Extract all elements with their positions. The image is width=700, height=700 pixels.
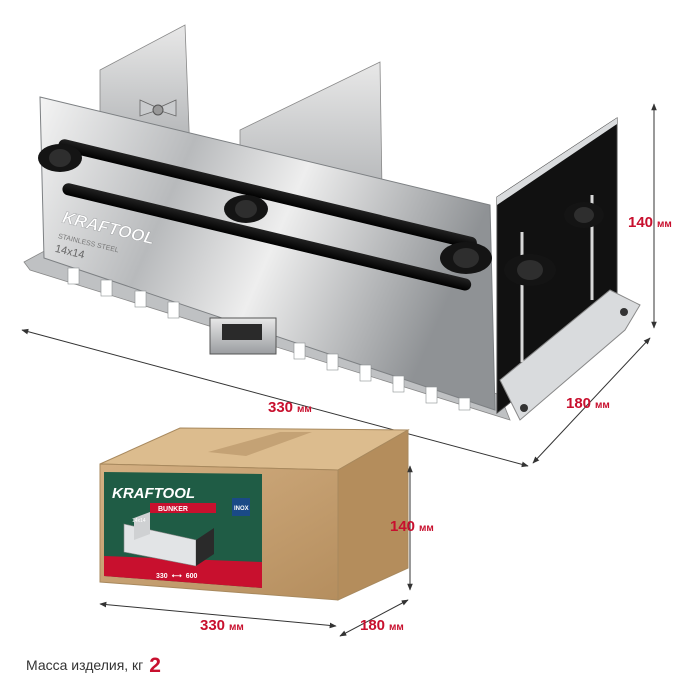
box-tape <box>208 432 312 456</box>
mass-label: Масса изделия, кг <box>26 657 144 673</box>
wing-nut-icon <box>139 99 177 117</box>
knob-icon <box>440 242 492 274</box>
lower-slot <box>62 183 472 291</box>
box-product-image <box>123 512 214 567</box>
knob-icon <box>564 202 604 228</box>
box-series: BUNKER <box>158 506 188 513</box>
mass-info: Масса изделия, кг 2 <box>26 654 161 678</box>
box-brand: KRAFTOOL <box>112 485 195 502</box>
upper-slot <box>58 139 477 249</box>
box-length-mark: 330⟷600 <box>156 573 198 580</box>
knob-icon <box>224 195 268 223</box>
box-tile-size: 14x14 <box>132 518 146 524</box>
mass-value: 2 <box>149 654 161 677</box>
knob-icon <box>38 144 82 172</box>
box-badge: INOX <box>234 506 249 512</box>
box-series-bar <box>150 503 216 513</box>
box-icon: KRAFTOOL BUNKER INOX 14x14 330⟷600 <box>99 427 410 601</box>
side-plate-rim <box>497 118 617 205</box>
handle-bracket <box>209 317 277 355</box>
stainless-tool: KRAFTOOL STAINLESS STEEL 14x14 <box>23 24 641 421</box>
label-stripe <box>104 556 262 588</box>
box-badge-bg <box>232 498 250 516</box>
knob-icon <box>504 254 556 286</box>
